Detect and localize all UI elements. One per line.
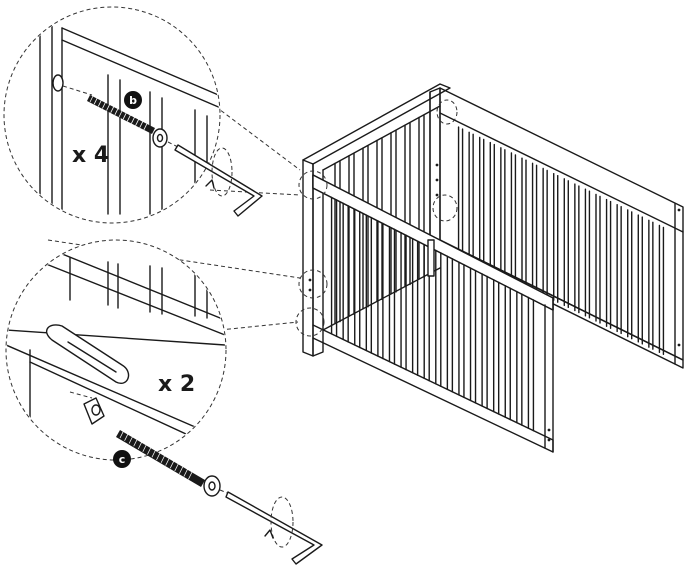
bolt-thread [156,451,161,461]
screw-holes [308,163,681,442]
bolt-hole-icon [52,74,64,92]
bolt-thread [118,108,124,118]
bolt-thread [137,440,143,450]
bolt-thread [110,104,116,113]
bolt-thread [114,106,120,116]
crib-frame-icon [295,83,684,453]
bolt-thread [188,471,193,480]
svg-text:c: c [119,453,126,466]
bolt-thread [93,95,99,105]
rotation-arrow-icon [205,147,233,197]
bolt-thread [89,93,95,103]
bolt-thread [126,113,132,122]
quantity-label-top: x 4 [72,143,109,168]
bolt-thread [151,449,157,458]
bolt-thread [139,119,145,128]
bolt-thread [160,454,166,463]
bolt-thread [122,110,128,120]
bolt-thread [128,435,134,444]
allen-key-icon [174,144,263,217]
callout-top: b x 4 [3,6,263,224]
bolt-thread [135,117,140,126]
barrel-nut-c-icon [83,397,105,425]
bolt-thread [169,460,175,469]
allen-key-bottom-icon [225,491,323,565]
badge-b: b [124,91,142,109]
bolt-b-icon [87,93,168,148]
rotation-arrow-bottom-icon [264,496,294,548]
bolt-thread [183,468,189,477]
bolt-thread [133,438,139,447]
bolt-thread [142,443,148,452]
left-end-panel [302,83,451,357]
bolt-thread [131,115,136,124]
bolt-thread [147,446,152,455]
bolt-thread [106,102,111,111]
bolt-thread [178,465,184,474]
quantity-label-bottom: x 2 [158,372,195,397]
bolt-thread [124,432,129,441]
bolt-thread [102,100,107,109]
svg-text:b: b [129,94,137,107]
bolt-thread [119,429,125,439]
bolt-c-icon [116,429,221,497]
bolt-thread [143,121,149,131]
bolt-thread [165,457,170,466]
front-side-panel [312,174,554,453]
badge-c: c [113,450,131,468]
callout-bottom: c x 2 [5,239,323,565]
bolt-thread [97,98,103,107]
bolt-thread [174,462,180,472]
back-side-panel [429,87,684,369]
